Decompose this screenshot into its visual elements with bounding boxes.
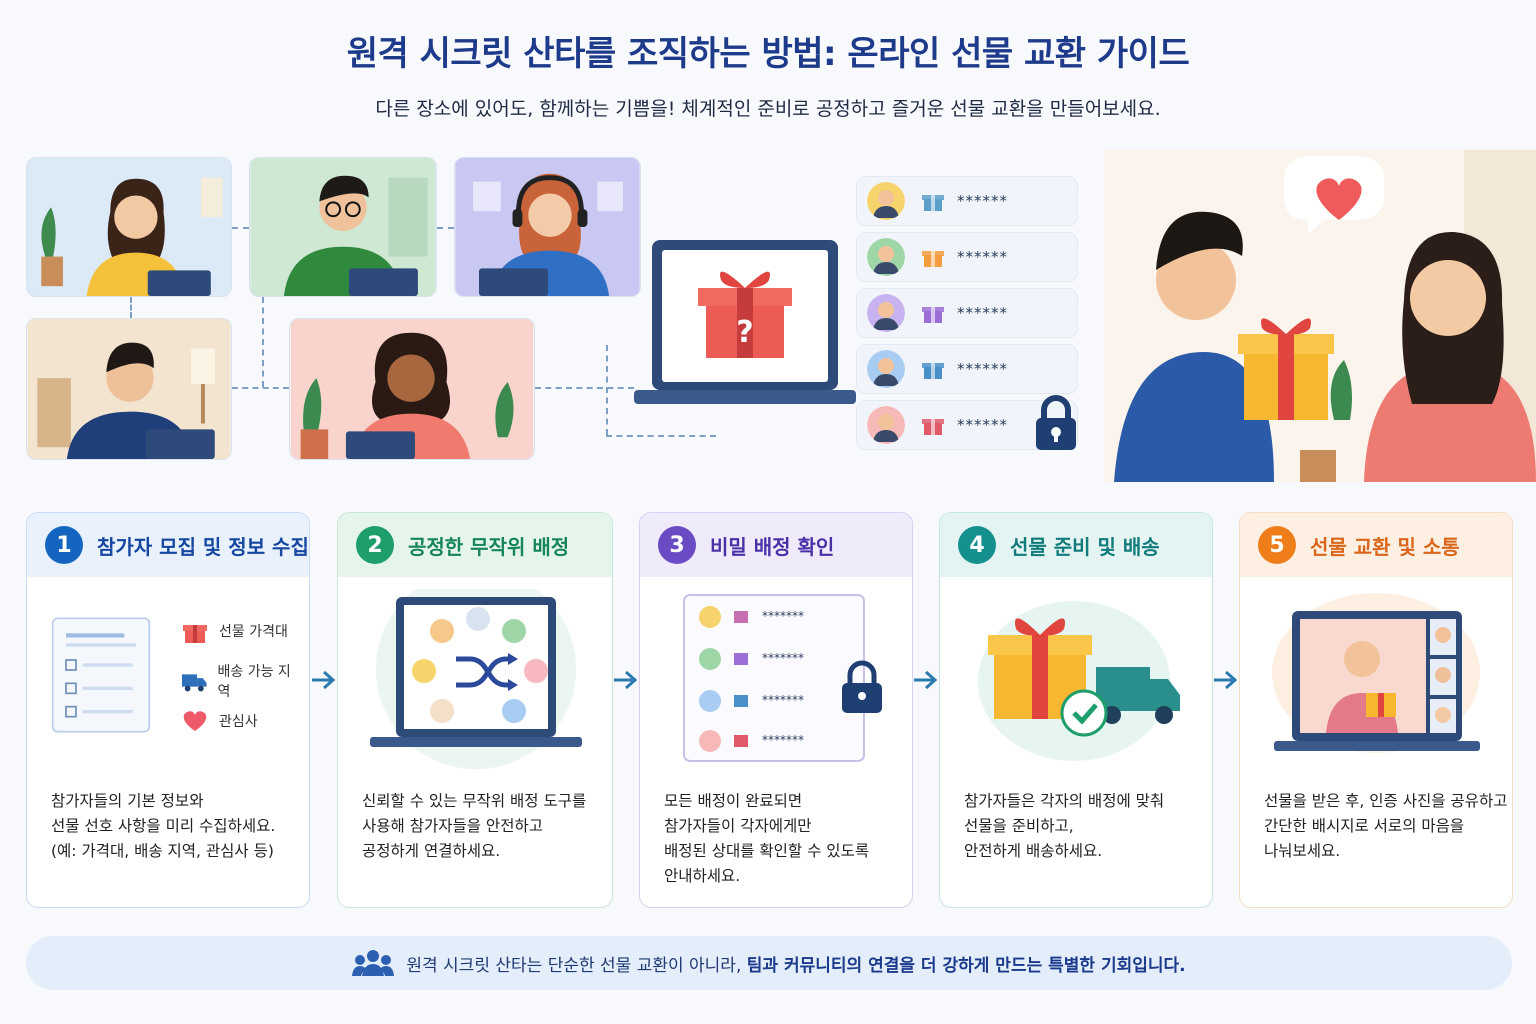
participant-illustration	[27, 319, 231, 459]
random-assignment-illustration	[348, 589, 602, 779]
legend-shipping-region: 배송 가능 지역	[181, 661, 299, 701]
masked-name: ******	[957, 360, 1008, 378]
lock-icon	[1032, 394, 1080, 452]
step-description: 모든 배정이 완료되면 참가자들이 각자에게만 배정된 상대를 확인할 수 있도…	[664, 792, 870, 885]
connector-line	[232, 387, 289, 389]
video-call-exchange-illustration	[1250, 589, 1502, 779]
heart-icon	[183, 711, 207, 731]
shuffle-icon	[456, 653, 518, 691]
participant-illustration	[250, 158, 436, 296]
connector-line	[130, 297, 132, 318]
avatar	[867, 238, 905, 276]
step-card-1: 1 참가자 모집 및 정보 수집 선물 가격대 배송 가능 지역 관심사 참	[26, 512, 310, 908]
participant-tile-5	[289, 318, 535, 460]
step-card-2: 2 공정한 무작위 배정 신뢰할 수 있는 무작위 배정 도구를 사용해 참가자…	[337, 512, 613, 908]
participant-illustration	[455, 158, 640, 296]
masked-name: *******	[762, 609, 804, 623]
gift-icon	[922, 251, 944, 267]
step-title: 공정한 무작위 배정	[408, 534, 570, 559]
step-title: 선물 교환 및 소통	[1310, 534, 1460, 559]
footer-text-strong: 팀과 커뮤니티의 연결을 더 강하게 만드는 특별한 기회입니다.	[746, 955, 1186, 976]
step-header: 2 공정한 무작위 배정	[338, 513, 612, 577]
truck-icon	[181, 674, 207, 692]
step-title: 비밀 배정 확인	[710, 534, 835, 559]
page-subtitle: 다른 장소에 있어도, 함께하는 기쁨을! 체계적인 준비로 공정하고 즐거운 …	[375, 98, 1161, 120]
step-title: 참가자 모집 및 정보 수집	[97, 534, 309, 559]
participant-form-illustration: 선물 가격대 배송 가능 지역 관심사	[37, 589, 299, 779]
masked-name: ******	[957, 304, 1008, 322]
connector-line	[606, 435, 716, 437]
step-description: 참가자들의 기본 정보와 선물 선호 사항을 미리 수집하세요. (예: 가격대…	[51, 792, 276, 860]
participant-tile-1	[26, 157, 232, 297]
connector-line	[606, 345, 608, 435]
arrow-right-icon	[312, 670, 336, 690]
gift-shipping-illustration	[950, 589, 1202, 779]
mystery-gift-icon: ?	[634, 240, 856, 404]
secret-check-illustration: ******* ******* ******* *******	[650, 589, 902, 779]
assignment-row: ******	[856, 232, 1078, 282]
gift-icon	[922, 363, 944, 379]
step-number: 1	[45, 526, 83, 564]
legend-price-range: 선물 가격대	[181, 617, 288, 645]
heart-icon	[1316, 178, 1362, 220]
connector-line	[232, 227, 249, 229]
step-header: 1 참가자 모집 및 정보 수집	[27, 513, 309, 577]
step-title: 선물 준비 및 배송	[1010, 534, 1160, 559]
lock-icon	[842, 660, 882, 713]
participant-illustration	[27, 158, 231, 296]
avatar	[867, 406, 905, 444]
masked-name: *******	[762, 733, 804, 747]
gift-icon	[183, 625, 207, 643]
step-card-4: 4 선물 준비 및 배송 참가자들은 각자의 배정에 맞춰 선물을 준비하고,	[939, 512, 1213, 908]
footer-banner: 원격 시크릿 산타는 단순한 선물 교환이 아니라, 팀과 커뮤니티의 연결을 …	[26, 936, 1512, 990]
gift-exchange-illustration	[1104, 150, 1536, 482]
page-title: 원격 시크릿 산타를 조직하는 방법: 온라인 선물 교환 가이드	[346, 34, 1190, 74]
arrow-right-icon	[614, 670, 638, 690]
gift-icon	[922, 307, 944, 323]
step-number: 2	[356, 526, 394, 564]
participant-tile-3	[454, 157, 641, 297]
svg-text:?: ?	[736, 315, 753, 350]
participant-tile-4	[26, 318, 232, 460]
assignment-row: ******	[856, 176, 1078, 226]
step-card-3: 3 비밀 배정 확인 ******* ******* ******* *****…	[639, 512, 913, 908]
participant-illustration	[290, 319, 534, 459]
step-description: 참가자들은 각자의 배정에 맞춰 선물을 준비하고, 안전하게 배송하세요.	[964, 792, 1165, 860]
secret-assignment-list: ****** ****** ****** ****** ******	[856, 176, 1078, 456]
step-description: 신뢰할 수 있는 무작위 배정 도구를 사용해 참가자들을 안전하고 공정하게 …	[362, 792, 587, 860]
mystery-gift-laptop: ?	[634, 238, 856, 408]
masked-name: ******	[957, 192, 1008, 210]
step-description: 선물을 받은 후, 인증 사진을 공유하고 간단한 배시지로 서로의 마음을 나…	[1264, 792, 1508, 860]
step-header: 5 선물 교환 및 소통	[1240, 513, 1512, 577]
connector-line	[437, 227, 454, 229]
form-icon	[51, 617, 151, 733]
avatar	[867, 350, 905, 388]
connector-line	[262, 297, 264, 387]
step-card-5: 5 선물 교환 및 소통 선물을 받은 후, 인증 사진을 공유하고 간단한 배…	[1239, 512, 1513, 908]
check-icon	[1060, 689, 1108, 737]
step-number: 5	[1258, 526, 1296, 564]
arrow-right-icon	[914, 670, 938, 690]
arrow-right-icon	[1214, 670, 1238, 690]
step-header: 3 비밀 배정 확인	[640, 513, 912, 577]
footer-text: 원격 시크릿 산타는 단순한 선물 교환이 아니라,	[406, 955, 747, 976]
assignment-row: ******	[856, 344, 1078, 394]
gift-icon	[922, 195, 944, 211]
step-header: 4 선물 준비 및 배송	[940, 513, 1212, 577]
step-number: 3	[658, 526, 696, 564]
gift-icon	[922, 419, 944, 435]
masked-name: ******	[957, 248, 1008, 266]
assignment-row: ******	[856, 288, 1078, 338]
step-number: 4	[958, 526, 996, 564]
people-icon	[352, 950, 395, 976]
connector-line	[535, 387, 634, 389]
masked-name: *******	[762, 651, 804, 665]
avatar	[867, 294, 905, 332]
avatar	[867, 182, 905, 220]
masked-name: *******	[762, 693, 804, 707]
participant-tile-2	[249, 157, 437, 297]
masked-name: ******	[957, 416, 1008, 434]
legend-interests: 관심사	[181, 707, 258, 735]
